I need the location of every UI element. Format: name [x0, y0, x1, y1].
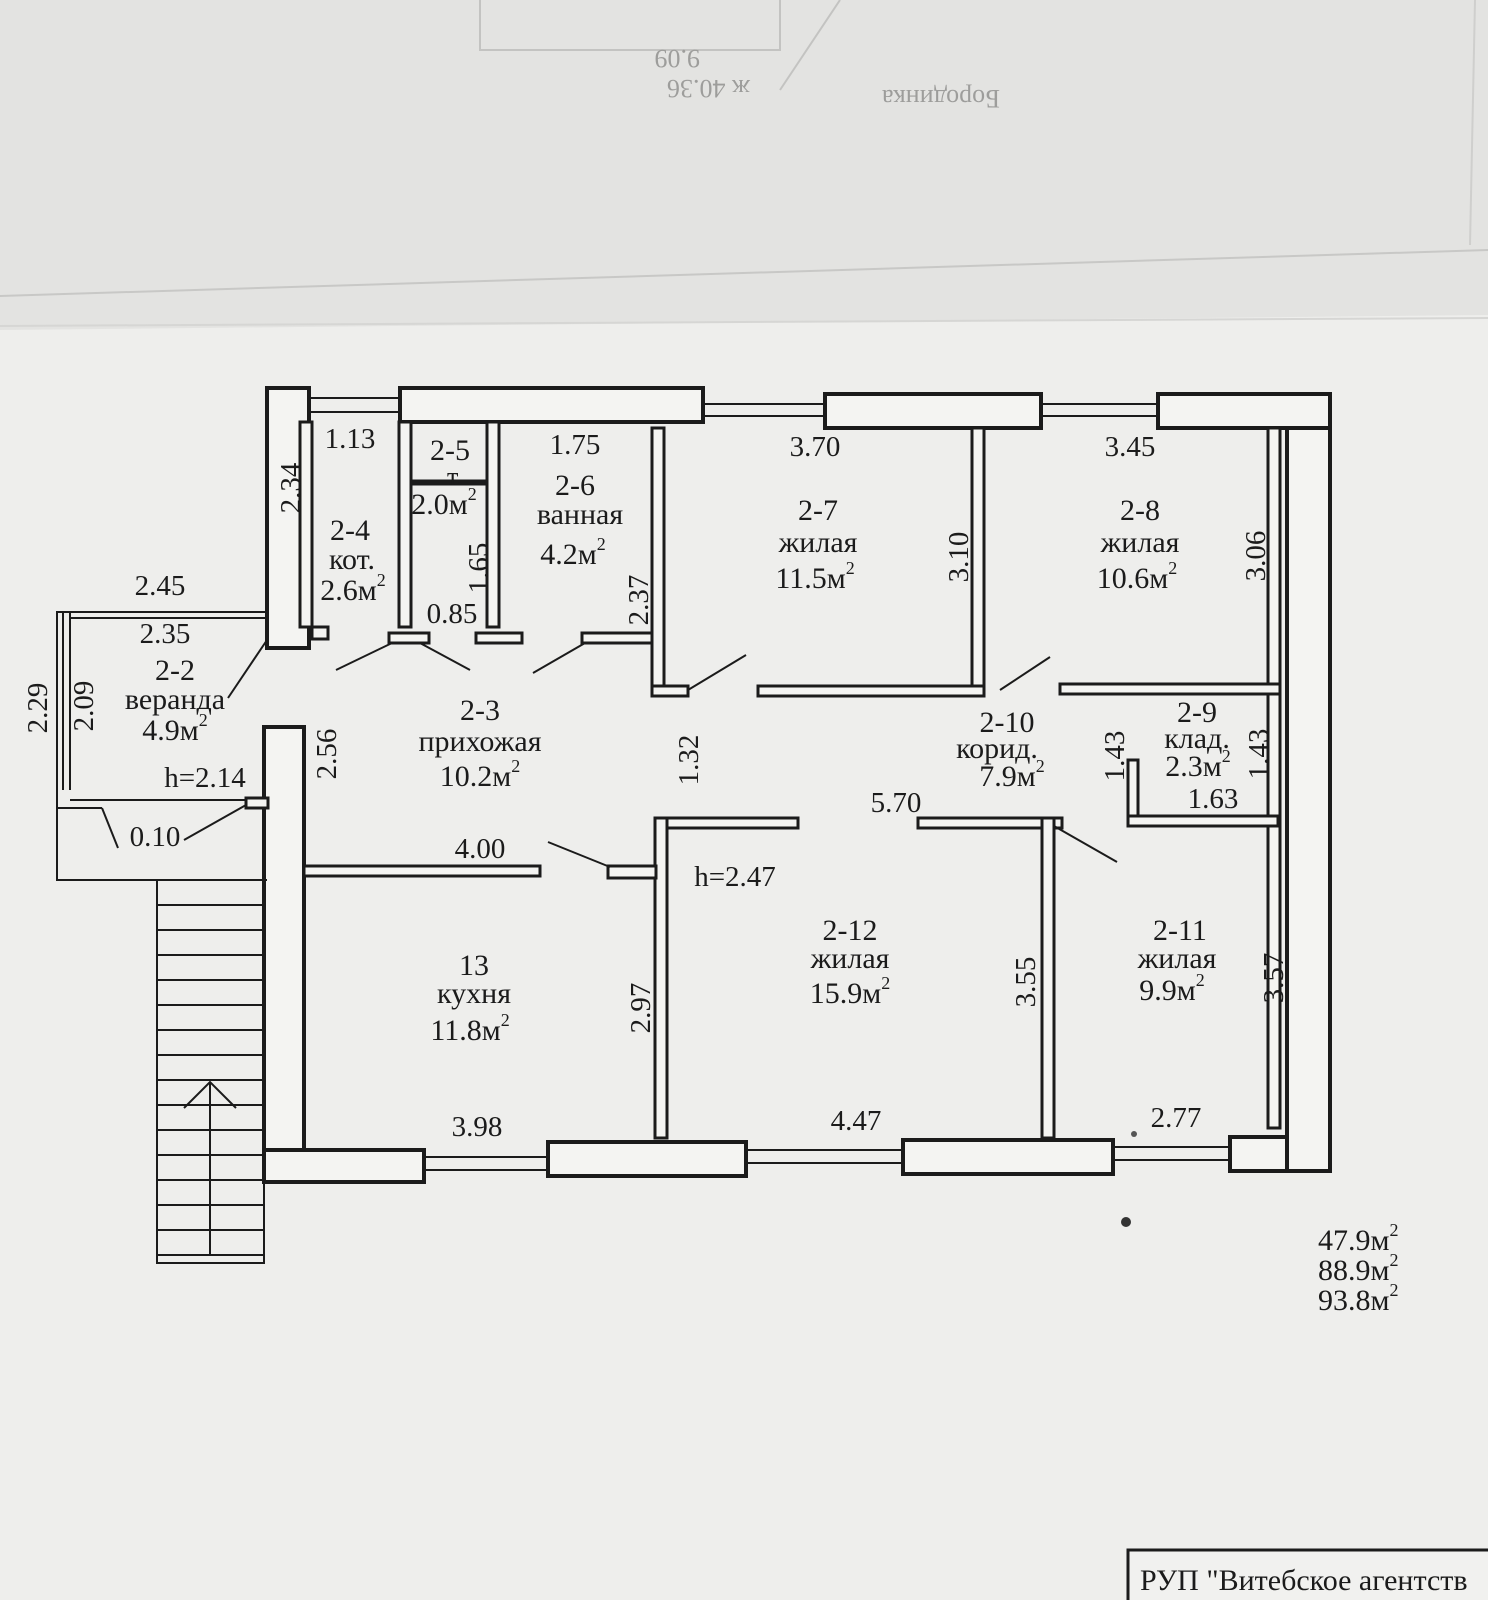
veranda-height: h=2.14 — [164, 762, 246, 794]
room-label-2-11: 2-11 жилая 9.9м2 — [1137, 914, 1217, 1007]
room-name: т. — [447, 462, 463, 491]
total-area-living: 47.9м2 — [1318, 1220, 1398, 1257]
dim-3-57: 3.57 — [1258, 953, 1290, 1004]
dim-1-13: 1.13 — [325, 423, 376, 455]
room-id: 2-9 — [1177, 696, 1217, 729]
room-label-2-9: 2-9 клад. 2.3м2 — [1164, 696, 1231, 783]
room-label-2-5: 2-5 т. 2.0м2 — [411, 434, 476, 521]
house-height: h=2.47 — [694, 861, 776, 893]
room-id: 2-8 — [1120, 494, 1160, 527]
room-label-2-6: 2-6 ванная 4.2м2 — [537, 469, 624, 571]
room-label-2-2: 2-2 веранда 4.9м2 — [125, 654, 225, 747]
room-id: 2-7 — [798, 494, 838, 527]
room-area: 7.9м2 — [979, 756, 1044, 793]
room-name: жилая — [778, 526, 858, 559]
dim-2-97: 2.97 — [625, 983, 657, 1034]
dim-3-70: 3.70 — [790, 431, 841, 463]
faint-upper-sheet: 9.09 ж 40.36 Бородинка — [479, 0, 1476, 246]
room-name: кухня — [437, 977, 511, 1010]
room-name: ванная — [537, 498, 624, 531]
faint-text-1: 9.09 — [655, 44, 701, 73]
room-area: 15.9м2 — [810, 973, 890, 1010]
partitions — [244, 420, 1282, 1140]
room-area: 11.8м2 — [430, 1010, 509, 1047]
walls — [262, 386, 1332, 1184]
faint-text-3: Бородинка — [882, 84, 1000, 113]
area-totals: 47.9м2 88.9м2 93.8м2 — [1318, 1220, 1398, 1317]
room-label-2-7: 2-7 жилая 11.5м2 — [775, 494, 857, 595]
dim-3-10: 3.10 — [943, 532, 975, 583]
room-id: 2-12 — [823, 914, 878, 947]
dim-1-75: 1.75 — [550, 429, 601, 461]
total-area-full: 93.8м2 — [1318, 1280, 1398, 1317]
room-id: 2-6 — [555, 469, 595, 502]
dim-4-00: 4.00 — [455, 833, 506, 865]
room-area: 2.0м2 — [411, 484, 476, 521]
dim-2-34: 2.34 — [275, 462, 307, 513]
dim-1-63: 1.63 — [1188, 783, 1239, 815]
room-area: 10.2м2 — [440, 756, 520, 793]
room-name: клад. — [1164, 722, 1230, 755]
dim-2-09: 2.09 — [68, 681, 100, 732]
veranda-and-stairs — [56, 611, 267, 1264]
room-area: 4.9м2 — [142, 710, 207, 747]
dim-1-43-right: 1.43 — [1243, 729, 1275, 780]
dim-3-55: 3.55 — [1010, 957, 1042, 1008]
dim-2-37: 2.37 — [623, 575, 655, 626]
stamp-text: РУП "Витебское агентств — [1140, 1564, 1468, 1597]
room-label-2-8: 2-8 жилая 10.6м2 — [1097, 494, 1180, 595]
dim-3-98: 3.98 — [452, 1111, 503, 1143]
dim-2-56: 2.56 — [311, 729, 343, 780]
room-name: жилая — [1137, 942, 1217, 975]
room-name: веранда — [125, 683, 225, 716]
stamp: РУП "Витебское агентств — [1126, 1548, 1488, 1600]
dim-2-45: 2.45 — [135, 570, 186, 602]
dim-2-29: 2.29 — [22, 683, 54, 734]
room-label-2-3: 2-3 прихожая 10.2м2 — [418, 694, 541, 793]
room-label-2-12: 2-12 жилая 15.9м2 — [810, 914, 891, 1010]
windows — [62, 397, 1230, 1171]
room-area: 2.3м2 — [1165, 746, 1230, 783]
dim-2-35: 2.35 — [140, 618, 191, 650]
dim-0-10: 0.10 — [130, 821, 181, 853]
dim-3-06: 3.06 — [1240, 531, 1272, 582]
dim-1-65: 1.65 — [463, 543, 495, 594]
total-area-general: 88.9м2 — [1318, 1250, 1398, 1287]
dim-4-47: 4.47 — [831, 1105, 882, 1137]
room-id: 2-2 — [155, 654, 195, 687]
room-name: корид. — [956, 732, 1038, 765]
room-id: 2-5 — [430, 434, 470, 467]
room-name: кот. — [329, 543, 375, 576]
dim-3-45: 3.45 — [1105, 431, 1156, 463]
room-id: 13 — [459, 949, 489, 982]
dim-2-77: 2.77 — [1151, 1102, 1202, 1134]
room-label-2-10: 2-10 корид. 7.9м2 — [956, 706, 1045, 793]
stair-direction-arrow — [183, 1080, 237, 1255]
room-label-13: 13 кухня 11.8м2 — [430, 949, 511, 1047]
room-id: 2-10 — [980, 706, 1035, 739]
room-id: 2-11 — [1153, 914, 1207, 947]
room-area: 11.5м2 — [775, 558, 854, 595]
room-id: 2-3 — [460, 694, 500, 727]
dim-5-70: 5.70 — [871, 787, 922, 819]
room-name: жилая — [1100, 526, 1180, 559]
room-area: 10.6м2 — [1097, 558, 1177, 595]
room-area: 9.9м2 — [1139, 970, 1204, 1007]
dim-1-32: 1.32 — [673, 735, 705, 786]
room-area: 4.2м2 — [540, 534, 605, 571]
faint-text-2: ж 40.36 — [667, 74, 751, 103]
dimensions: 1.13 2.34 1.65 0.85 1.75 2.37 3.70 3.10 … — [22, 423, 1290, 1143]
room-name: жилая — [810, 942, 890, 975]
dim-1-43-left: 1.43 — [1099, 731, 1131, 782]
room-id: 2-4 — [330, 514, 370, 547]
door-swings — [101, 639, 1118, 868]
dim-0-85: 0.85 — [427, 598, 478, 630]
room-label-2-4: 2-4 кот. 2.6м2 — [320, 514, 385, 607]
room-area: 2.6м2 — [320, 570, 385, 607]
room-name: прихожая — [418, 725, 541, 758]
